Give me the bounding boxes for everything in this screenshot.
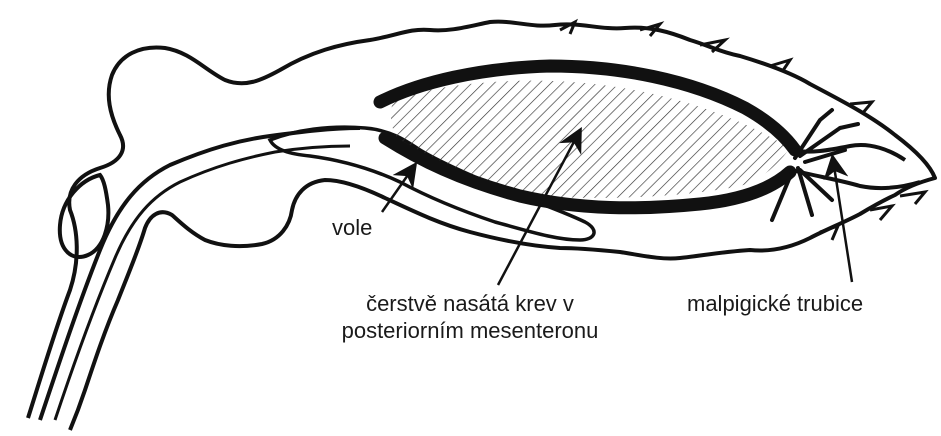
lower-edge-spikes	[820, 192, 925, 240]
label-fresh-blood-line2: posteriorním mesenteronu	[300, 317, 640, 344]
label-fresh-blood: čerstvě nasátá krev v posteriorním mesen…	[300, 290, 640, 344]
label-malpighian-tubules: malpigické trubice	[687, 290, 863, 317]
label-crop: vole	[332, 214, 372, 241]
malpighian-tubules	[772, 110, 858, 220]
label-fresh-blood-line1: čerstvě nasátá krev v	[300, 290, 640, 317]
